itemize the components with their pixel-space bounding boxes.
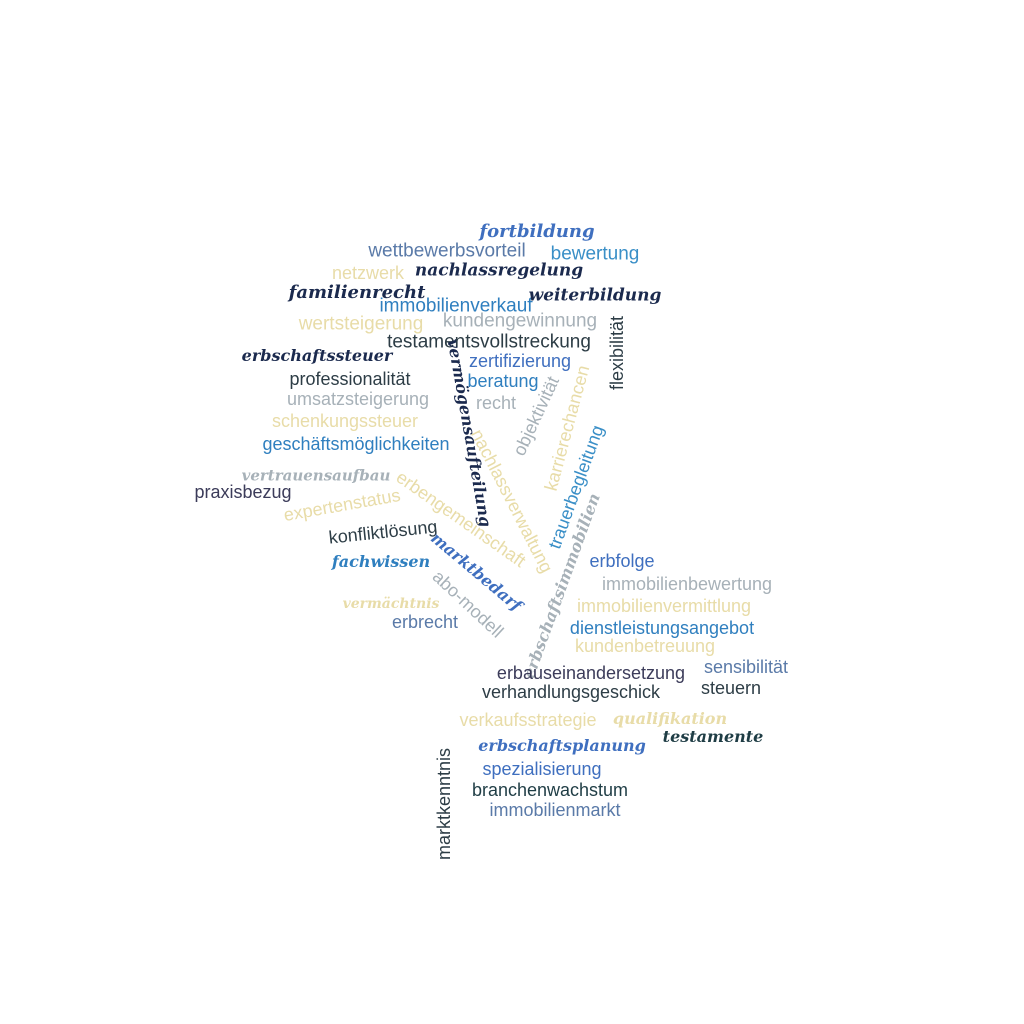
word-kundenbetreuung: kundenbetreuung xyxy=(574,636,716,656)
word-umsatzsteigerung: umsatzsteigerung xyxy=(286,389,430,409)
word-branchenwachstum: branchenwachstum xyxy=(471,780,629,800)
word-familienrecht: familienrecht xyxy=(288,282,426,303)
word-wettbewerbsvorteil: wettbewerbsvorteil xyxy=(368,240,526,262)
word-flexibilitaet: flexibilität xyxy=(607,315,627,391)
word-erbfolge: erbfolge xyxy=(589,551,655,571)
word-vertrauensaufbau: vertrauensaufbau xyxy=(241,466,391,485)
word-dienstleistungsangebot: dienstleistungsangebot xyxy=(569,618,755,638)
word-kundengewinnung: kundengewinnung xyxy=(442,310,598,332)
word-spezialisierung: spezialisierung xyxy=(482,759,602,779)
word-nachlassregelung: nachlassregelung xyxy=(414,260,584,281)
word-sensibilitaet: sensibilität xyxy=(703,657,789,677)
word-wertsteigerung: wertsteigerung xyxy=(298,313,424,335)
word-professionalitaet: professionalität xyxy=(289,369,411,389)
word-qualifikation: qualifikation xyxy=(612,709,728,728)
word-praxisbezug: praxisbezug xyxy=(194,482,292,502)
word-immobilienvermittlung: immobilienvermittlung xyxy=(576,596,752,616)
word-beratung: beratung xyxy=(467,371,539,391)
word-schenkungssteuer: schenkungssteuer xyxy=(271,411,419,431)
word-geschaeftsmoeglichkeiten: geschäftsmöglichkeiten xyxy=(262,434,450,454)
word-immobilienbewertung: immobilienbewertung xyxy=(601,574,773,594)
word-marktkenntnis: marktkenntnis xyxy=(434,747,454,861)
word-erbrecht: erbrecht xyxy=(391,612,459,632)
word-testamente: testamente xyxy=(662,727,764,746)
word-weiterbildung: weiterbildung xyxy=(528,285,662,306)
word-immobilienmarkt: immobilienmarkt xyxy=(489,800,621,820)
word-testamentsvollstreckung: testamentsvollstreckung xyxy=(387,331,591,353)
word-fortbildung: fortbildung xyxy=(479,221,595,242)
word-erbschaftsplanung: erbschaftsplanung xyxy=(478,736,646,755)
word-erbauseinandersetzung: erbauseinandersetzung xyxy=(496,663,686,683)
word-expertenstatus: expertenstatus xyxy=(282,484,402,526)
word-immobilienverkauf: immobilienverkauf xyxy=(379,295,533,317)
word-steuern: steuern xyxy=(700,678,762,698)
word-verhandlungsgeschick: verhandlungsgeschick xyxy=(481,682,661,702)
word-verkaufsstrategie: verkaufsstrategie xyxy=(459,710,597,730)
word-erbschaftssteuer: erbschaftssteuer xyxy=(241,346,393,365)
word-netzwerk: netzwerk xyxy=(331,263,405,283)
word-fachwissen: fachwissen xyxy=(331,552,431,571)
word-vermaechtnis: vermächtnis xyxy=(342,596,440,612)
word-recht: recht xyxy=(475,393,517,413)
word-zertifizierung: zertifizierung xyxy=(468,351,572,371)
word-konfliktloesung: konfliktlösung xyxy=(327,516,439,548)
word-bewertung: bewertung xyxy=(550,243,640,265)
